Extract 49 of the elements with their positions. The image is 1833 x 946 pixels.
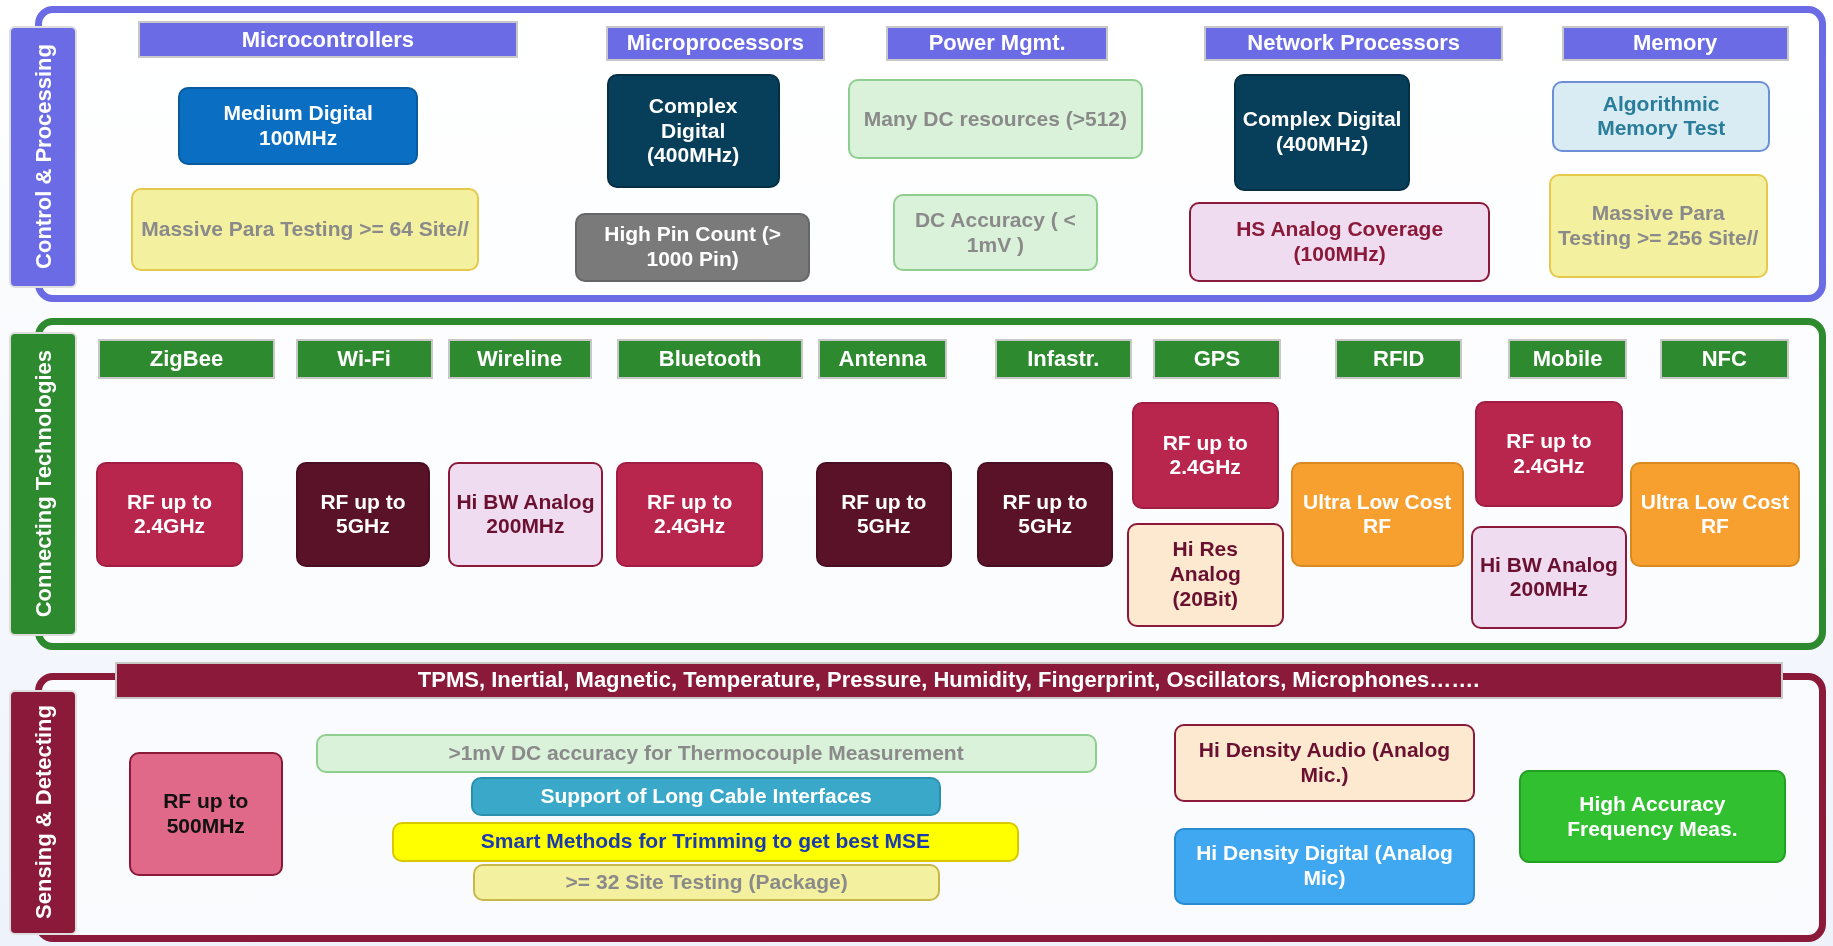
- category-header: Antenna: [818, 339, 947, 379]
- feature-box: Algorithmic Memory Test: [1552, 80, 1770, 152]
- feature-box: RF up to 5GHz: [977, 461, 1113, 567]
- feature-box: High Accuracy Frequency Meas.: [1518, 770, 1787, 863]
- feature-box: Hi Res Analog (20Bit): [1126, 522, 1284, 627]
- category-header: TPMS, Inertial, Magnetic, Temperature, Pressure, Humidity, Fingerprint, Oscillators, Microphones…….: [114, 661, 1783, 700]
- feature-box: Hi BW Analog 200MHz: [447, 461, 604, 567]
- feature-box: HS Analog Coverage (100MHz): [1188, 202, 1491, 282]
- feature-box: >= 32 Site Testing (Package): [473, 863, 940, 902]
- feature-box: Complex Digital (400MHz): [1234, 73, 1410, 191]
- feature-box: DC Accuracy ( < 1mV ): [893, 194, 1098, 272]
- feature-box: Medium Digital 100MHz: [177, 86, 419, 165]
- feature-box: RF up to 2.4GHz: [616, 461, 764, 567]
- category-header: Microprocessors: [605, 25, 826, 61]
- feature-box: RF up to 2.4GHz: [1131, 402, 1279, 509]
- feature-box: Massive Para Testing >= 64 Site//: [130, 188, 480, 272]
- category-header: Power Mgmt.: [886, 25, 1109, 61]
- category-header: RFID: [1335, 339, 1463, 379]
- category-header: Microcontrollers: [137, 21, 518, 59]
- feature-box: RF up to 5GHz: [295, 461, 431, 567]
- category-header: Memory: [1561, 25, 1789, 61]
- feature-box: RF up to 500MHz: [128, 751, 283, 876]
- category-header: ZigBee: [98, 339, 275, 379]
- category-header: Network Processors: [1204, 25, 1504, 61]
- feature-box: Complex Digital (400MHz): [606, 73, 780, 189]
- feature-box: Hi Density Digital (Analog Mic): [1173, 827, 1476, 905]
- feature-box: Ultra Low Cost RF: [1290, 461, 1464, 567]
- feature-box: Many DC resources (>512): [847, 79, 1144, 159]
- section-tab: Control & Processing: [9, 25, 78, 288]
- feature-box: Hi BW Analog 200MHz: [1470, 526, 1628, 629]
- feature-box: Ultra Low Cost RF: [1629, 461, 1801, 567]
- feature-box: High Pin Count (> 1000 Pin): [575, 212, 811, 282]
- section-tab: Connecting Technologies: [9, 332, 78, 636]
- category-header: Wireline: [447, 339, 592, 379]
- category-header: Bluetooth: [617, 339, 804, 379]
- feature-box: RF up to 2.4GHz: [95, 461, 244, 567]
- feature-box: Hi Density Audio (Analog Mic.): [1173, 723, 1476, 802]
- section-tab: Sensing & Detecting: [9, 689, 78, 936]
- feature-box: Massive Para Testing >= 256 Site//: [1548, 174, 1768, 279]
- category-header: Infastr.: [994, 339, 1132, 379]
- category-header: Mobile: [1508, 339, 1628, 379]
- category-header: NFC: [1659, 339, 1789, 379]
- category-header: Wi-Fi: [295, 339, 433, 379]
- feature-box: Smart Methods for Trimming to get best MSE: [391, 821, 1020, 862]
- feature-box: >1mV DC accuracy for Thermocouple Measurement: [315, 734, 1097, 773]
- feature-box: RF up to 5GHz: [815, 461, 952, 567]
- feature-box: Support of Long Cable Interfaces: [471, 777, 942, 816]
- feature-box: RF up to 2.4GHz: [1475, 400, 1623, 508]
- category-header: GPS: [1152, 339, 1282, 379]
